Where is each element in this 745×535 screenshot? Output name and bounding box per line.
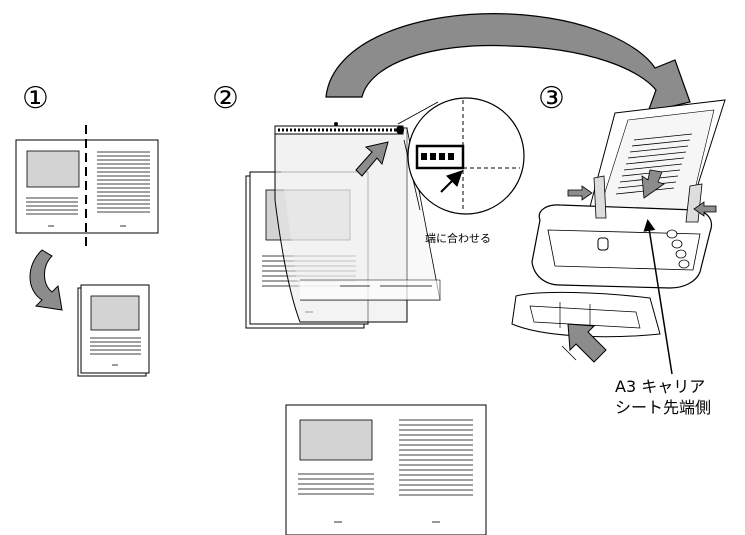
step-2-carrier-sheet	[245, 122, 441, 329]
carrier-label-line-1: A3 キャリア	[615, 377, 705, 396]
step-3-number: ③	[538, 81, 565, 116]
curved-transfer-arrow-icon	[325, 13, 691, 113]
step-2-number: ②	[212, 81, 239, 116]
step-1-folded-document	[77, 284, 150, 377]
align-corner-arrow-icon	[355, 141, 389, 177]
align-edge-label: 端に合わせる	[425, 231, 491, 245]
zoom-callout	[397, 97, 525, 215]
left-guide-arrow-icon	[567, 185, 593, 201]
step-1-open-document	[15, 125, 159, 248]
step-3-scanner	[511, 99, 726, 338]
output-arrow-icon	[567, 323, 607, 363]
output-arrow-accent	[561, 345, 577, 361]
fold-arrow-icon	[29, 249, 63, 311]
carrier-edge-pointer	[643, 219, 673, 375]
carrier-label-line-2: シート先端側	[615, 398, 711, 417]
result-scanned-image	[285, 404, 487, 535]
insert-arrow-icon	[641, 169, 665, 199]
step-1-number: ①	[22, 81, 49, 116]
right-guide-arrow-icon	[693, 201, 717, 217]
